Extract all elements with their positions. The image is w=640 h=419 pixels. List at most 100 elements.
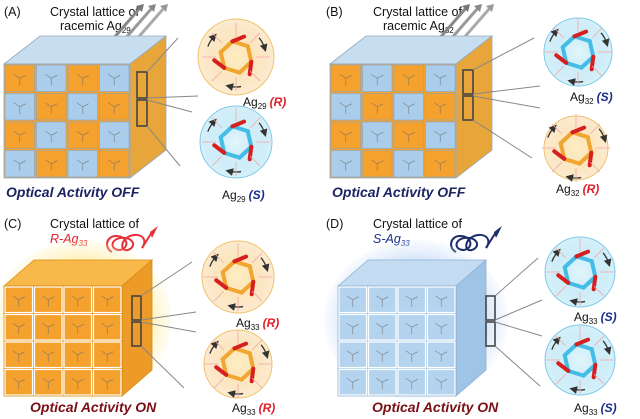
rotation-arrow-icon: [602, 252, 612, 268]
panel-a-title-line2: racemic Ag29: [60, 19, 131, 35]
panel-d-helix-icon: [450, 226, 502, 253]
cluster-ligand-line: [211, 117, 223, 129]
panel-b-top-cluster: [543, 17, 613, 87]
panel-a-footer: Optical Activity OFF: [6, 184, 140, 200]
panel-d-letter: (D): [326, 217, 343, 231]
lattice-molecule-mark: [339, 102, 352, 114]
lattice-molecule-mark: [402, 73, 415, 86]
cluster-bond: [245, 44, 254, 64]
panel-b-pointer-lines: [472, 37, 541, 159]
rotation-arrow-icon: [260, 344, 270, 360]
lattice-molecule-mark: [101, 322, 114, 335]
lattice-molecule-mark: [376, 295, 389, 307]
cluster-bond: [585, 135, 594, 155]
cluster-ligand-line: [555, 285, 567, 297]
panel-d-lattice-cube: [324, 240, 508, 400]
cluster-ligand-line: [249, 117, 261, 129]
rotation-arrow-icon: [207, 118, 217, 132]
cluster-oxygen-arm: [230, 119, 247, 129]
panel-a-top-label: Ag29(R): [243, 95, 286, 111]
rotation-arrow-icon: [549, 28, 559, 42]
cluster-bond: [562, 342, 579, 358]
lattice-molecule-mark: [435, 322, 448, 335]
lattice-molecule-mark: [376, 322, 389, 335]
panel-c-bottom-cluster: [203, 329, 273, 399]
lattice-molecule-mark: [402, 130, 415, 143]
lattice-molecule-mark: [346, 295, 359, 307]
rotation-arrow-icon: [260, 257, 270, 273]
cluster-oxygen-arm: [554, 53, 569, 65]
panel-b-cube-grid: [330, 64, 456, 178]
rotation-arrow-icon: [602, 340, 612, 356]
lattice-molecule-mark: [371, 159, 384, 171]
panel-a-cube-grid: [4, 64, 130, 178]
panel-a-top-cluster: [197, 18, 275, 96]
cluster-ligand-line: [589, 123, 601, 135]
panel-b-letter: (B): [326, 5, 343, 19]
cluster-oxygen-arm: [212, 58, 227, 70]
cluster-ligand-line: [591, 65, 603, 77]
lattice-molecule-mark: [376, 350, 389, 362]
lattice-molecule-mark: [435, 377, 448, 390]
cluster-bond: [560, 34, 577, 50]
rotation-arrow-icon: [565, 174, 582, 182]
panel-d-bottom-cluster: [544, 324, 616, 396]
panel-b-title-line2: racemic Ag32: [383, 19, 454, 35]
cluster-ligand-line: [593, 285, 605, 297]
lattice-molecule-mark: [71, 350, 84, 362]
cluster-ligand-line: [555, 373, 567, 385]
cluster-ligand-line: [553, 27, 565, 39]
lattice-molecule-mark: [405, 295, 418, 307]
lattice-molecule-mark: [12, 322, 25, 335]
cluster-oxygen-arm: [570, 125, 587, 135]
lattice-molecule-mark: [434, 159, 447, 171]
lattice-molecule-mark: [108, 130, 121, 143]
cluster-ligand-line: [551, 161, 563, 173]
lattice-molecule-mark: [339, 159, 352, 171]
panel-d-bottom-label: Ag33(S): [574, 401, 617, 417]
lattice-molecule-mark: [45, 159, 58, 171]
panel-c-top-cluster-bonds: [204, 243, 272, 311]
lattice-molecule-mark: [12, 377, 25, 390]
lattice-cell: [63, 286, 93, 314]
cluster-ligand-line: [251, 339, 263, 351]
lattice-molecule-mark: [405, 377, 418, 390]
cluster-oxygen-arm: [556, 361, 571, 373]
cluster-oxygen-arm: [230, 34, 247, 44]
lattice-molecule-mark: [42, 322, 55, 335]
cluster-oxygen-arm: [574, 249, 591, 259]
lattice-molecule-mark: [71, 295, 84, 307]
cluster-oxygen-arm: [587, 150, 594, 168]
lattice-molecule-mark: [12, 295, 25, 307]
cluster-oxygen-arm: [591, 274, 598, 292]
panel-b-bottom-label: Ag32(R): [556, 182, 599, 198]
panel-d-footer: Optical Activity ON: [372, 399, 499, 415]
rotation-arrow-icon: [207, 33, 217, 47]
lattice-molecule-mark: [108, 159, 121, 171]
cluster-oxygen-arm: [591, 362, 598, 380]
lattice-molecule-mark: [76, 102, 89, 114]
lattice-cell: [330, 121, 361, 149]
lattice-molecule-mark: [435, 350, 448, 362]
cluster-oxygen-arm: [589, 54, 596, 72]
panel-a-letter: (A): [4, 5, 21, 19]
panel-b: (B) Crystal lattice of racemic Ag32: [326, 4, 613, 200]
rotation-arrow-icon: [567, 78, 584, 86]
panel-a-pointer-lines: [146, 37, 199, 167]
rotation-arrow-icon: [227, 303, 244, 311]
cluster-oxygen-arm: [214, 365, 229, 377]
cluster-bond: [224, 285, 244, 295]
lattice-molecule-mark: [71, 377, 84, 390]
cluster-bond: [245, 129, 254, 149]
cluster-ligand-line: [213, 290, 225, 302]
rotation-arrow-icon: [209, 340, 219, 354]
panel-c-pointer-lines: [140, 261, 197, 389]
cluster-oxygen-arm: [552, 149, 567, 161]
cluster-oxygen-arm: [212, 143, 227, 155]
lattice-molecule-mark: [434, 73, 447, 86]
panel-a-top-cluster-bonds: [202, 23, 270, 91]
cluster-oxygen-arm: [249, 279, 256, 297]
lattice-molecule-mark: [13, 130, 26, 143]
panel-c-letter: (C): [4, 217, 21, 231]
